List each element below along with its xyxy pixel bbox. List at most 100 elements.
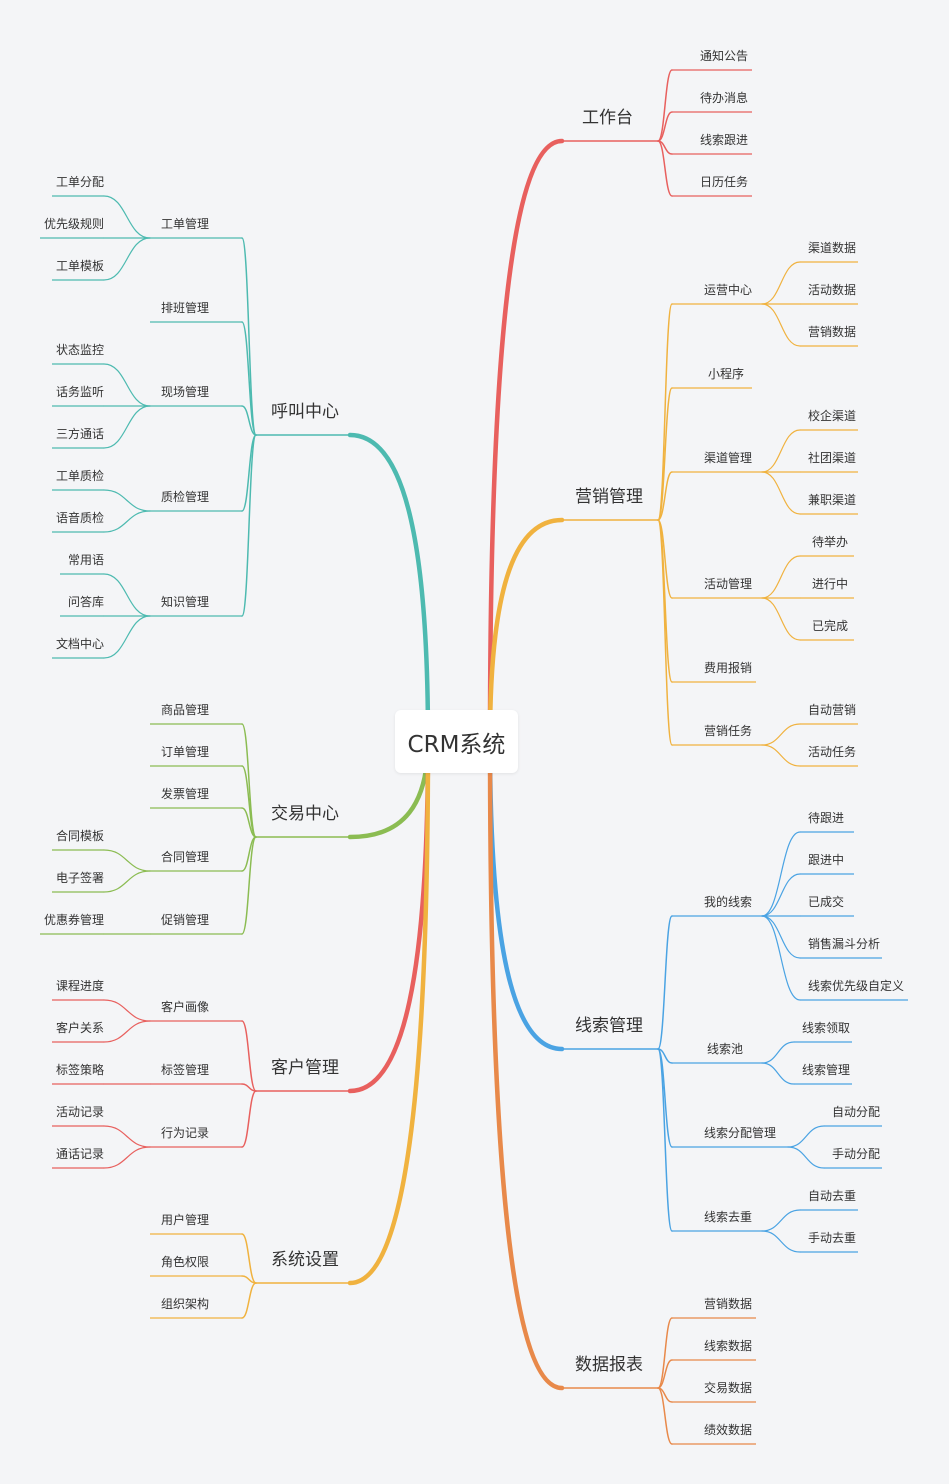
sub-branch-connector (241, 1090, 257, 1148)
leaf-工单质检[interactable]: 工单质检 (56, 468, 104, 483)
subtopic-待办消息[interactable]: 待办消息 (700, 90, 748, 105)
main-branch-connector (487, 517, 565, 744)
subtopic-促销管理[interactable]: 促销管理 (161, 912, 209, 927)
leaf-手动分配[interactable]: 手动分配 (832, 1147, 880, 1161)
subtopic-绩效数据[interactable]: 绩效数据 (704, 1422, 752, 1437)
subtopic-活动管理[interactable]: 活动管理 (704, 576, 752, 591)
subtopic-运营中心[interactable]: 运营中心 (704, 282, 752, 297)
subtopic-日历任务[interactable]: 日历任务 (700, 174, 748, 189)
main-branch-connector (347, 432, 431, 744)
leaf-渠道数据[interactable]: 渠道数据 (808, 240, 856, 255)
leaf-connector (103, 849, 151, 872)
subtopic-营销任务[interactable]: 营销任务 (704, 723, 752, 738)
subtopic-营销数据[interactable]: 营销数据 (704, 1296, 752, 1311)
leaf-跟进中[interactable]: 跟进中 (808, 852, 844, 867)
leaf-connector (103, 1146, 151, 1169)
leaf-标签策略[interactable]: 标签策略 (56, 1062, 104, 1077)
subtopic-费用报销[interactable]: 费用报销 (704, 660, 752, 675)
leaf-活动记录[interactable]: 活动记录 (56, 1105, 104, 1119)
subtopic-小程序[interactable]: 小程序 (708, 366, 744, 381)
subtopic-渠道管理[interactable]: 渠道管理 (704, 450, 752, 465)
subtopic-用户管理[interactable]: 用户管理 (161, 1212, 209, 1227)
leaf-语音质检[interactable]: 语音质检 (56, 510, 104, 525)
sub-branch-connector (657, 519, 673, 746)
subtopic-线索数据[interactable]: 线索数据 (704, 1338, 752, 1353)
main-topic-客户管理[interactable]: 客户管理 (271, 1058, 339, 1078)
subtopic-线索池[interactable]: 线索池 (707, 1042, 743, 1056)
leaf-connector (103, 237, 151, 281)
main-topic-交易中心[interactable]: 交易中心 (271, 804, 339, 824)
leaf-电子签署[interactable]: 电子签署 (56, 870, 104, 885)
subtopic-工单管理[interactable]: 工单管理 (161, 216, 209, 231)
main-topic-系统设置[interactable]: 系统设置 (271, 1250, 339, 1270)
leaf-待跟进[interactable]: 待跟进 (808, 811, 844, 825)
leaf-线索领取[interactable]: 线索领取 (802, 1021, 850, 1035)
leaf-手动去重[interactable]: 手动去重 (808, 1231, 856, 1245)
leaf-三方通话[interactable]: 三方通话 (56, 426, 104, 441)
leaf-优惠券管理[interactable]: 优惠券管理 (44, 912, 104, 927)
leaf-connector (761, 915, 801, 1001)
leaf-优先级规则[interactable]: 优先级规则 (44, 216, 104, 231)
leaf-已成交[interactable]: 已成交 (808, 894, 844, 909)
subtopic-现场管理[interactable]: 现场管理 (161, 384, 209, 399)
leaf-工单分配[interactable]: 工单分配 (56, 175, 104, 189)
subtopic-标签管理[interactable]: 标签管理 (161, 1062, 209, 1077)
subtopic-排班管理[interactable]: 排班管理 (161, 300, 209, 315)
leaf-线索优先级自定义[interactable]: 线索优先级自定义 (808, 978, 904, 993)
sub-branch-connector (657, 1317, 673, 1389)
leaf-合同模板[interactable]: 合同模板 (56, 828, 104, 843)
leaf-课程进度[interactable]: 课程进度 (56, 978, 104, 993)
leaf-活动任务[interactable]: 活动任务 (808, 744, 856, 759)
subtopic-质检管理[interactable]: 质检管理 (161, 489, 209, 504)
leaf-自动去重[interactable]: 自动去重 (808, 1189, 856, 1203)
leaf-校企渠道[interactable]: 校企渠道 (808, 408, 856, 423)
leaf-connector (761, 744, 801, 767)
leaf-自动分配[interactable]: 自动分配 (832, 1105, 880, 1119)
subtopic-客户画像[interactable]: 客户画像 (161, 999, 209, 1014)
subtopic-线索分配管理[interactable]: 线索分配管理 (704, 1125, 776, 1140)
subtopic-交易数据[interactable]: 交易数据 (704, 1380, 752, 1395)
main-topic-工作台[interactable]: 工作台 (582, 108, 633, 128)
leaf-已完成[interactable]: 已完成 (812, 618, 848, 633)
subtopic-发票管理[interactable]: 发票管理 (161, 786, 209, 801)
main-topic-数据报表[interactable]: 数据报表 (575, 1355, 643, 1375)
leaf-工单模板[interactable]: 工单模板 (56, 259, 104, 273)
sub-branch-connector (657, 471, 673, 521)
subtopic-角色权限[interactable]: 角色权限 (161, 1255, 209, 1269)
leaf-connector (103, 870, 151, 893)
leaf-待举办[interactable]: 待举办 (812, 534, 848, 549)
leaf-进行中[interactable]: 进行中 (812, 576, 848, 591)
leaf-线索管理[interactable]: 线索管理 (802, 1062, 850, 1077)
leaf-通话记录[interactable]: 通话记录 (56, 1147, 104, 1161)
main-branch-connector (487, 738, 565, 1052)
subtopic-订单管理[interactable]: 订单管理 (161, 744, 209, 759)
subtopic-线索跟进[interactable]: 线索跟进 (700, 133, 748, 147)
subtopic-通知公告[interactable]: 通知公告 (700, 49, 748, 63)
leaf-问答库[interactable]: 问答库 (68, 594, 104, 609)
leaf-常用语[interactable]: 常用语 (68, 553, 104, 567)
leaf-自动营销[interactable]: 自动营销 (808, 703, 856, 717)
leaf-话务监听[interactable]: 话务监听 (56, 384, 104, 399)
subtopic-知识管理[interactable]: 知识管理 (161, 594, 209, 609)
main-topic-线索管理[interactable]: 线索管理 (575, 1016, 643, 1036)
leaf-社团渠道[interactable]: 社团渠道 (808, 450, 856, 465)
leaf-状态监控[interactable]: 状态监控 (56, 343, 104, 357)
subtopic-商品管理[interactable]: 商品管理 (161, 702, 209, 717)
subtopic-我的线索[interactable]: 我的线索 (704, 894, 752, 909)
subtopic-行为记录[interactable]: 行为记录 (161, 1126, 209, 1140)
subtopic-组织架构[interactable]: 组织架构 (161, 1296, 209, 1311)
subtopic-线索去重[interactable]: 线索去重 (704, 1210, 752, 1224)
main-topic-营销管理[interactable]: 营销管理 (575, 487, 643, 507)
leaf-营销数据[interactable]: 营销数据 (808, 324, 856, 339)
main-branch-connector (487, 138, 565, 744)
leaf-文档中心[interactable]: 文档中心 (56, 636, 104, 651)
leaf-兼职渠道[interactable]: 兼职渠道 (808, 493, 856, 507)
leaf-活动数据[interactable]: 活动数据 (808, 282, 856, 297)
subtopic-合同管理[interactable]: 合同管理 (161, 849, 209, 864)
leaf-客户关系[interactable]: 客户关系 (56, 1020, 104, 1035)
leaf-connector (103, 573, 151, 617)
central-topic[interactable]: CRM系统 (395, 710, 518, 773)
leaf-销售漏斗分析[interactable]: 销售漏斗分析 (808, 936, 880, 951)
main-topic-呼叫中心[interactable]: 呼叫中心 (271, 402, 339, 422)
